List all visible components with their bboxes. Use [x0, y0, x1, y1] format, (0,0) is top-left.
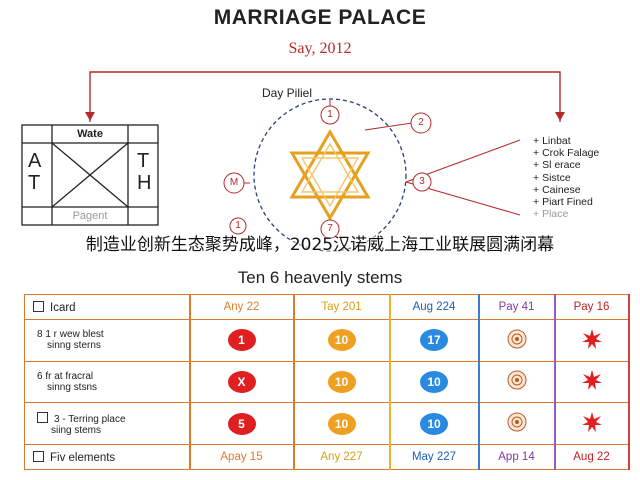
burst-icon [581, 370, 602, 391]
stem-disc: 10 [420, 412, 448, 435]
arrow-right-head [555, 112, 565, 121]
star-icon [289, 129, 371, 221]
burst-icon [581, 412, 602, 433]
palace-diagram [21, 71, 565, 252]
checkbox[interactable] [33, 300, 44, 312]
stem-disc: 10 [327, 412, 356, 435]
heavenly-stems-table: Icard Any 22 Tay 201 Aug 224 Pay 41 Pay … [24, 294, 630, 470]
stem-disc: X [227, 370, 256, 393]
list-item: + Place [533, 208, 569, 221]
connector-left [89, 71, 561, 122]
footer-cell: Aug 22 [553, 444, 630, 470]
circle-marker-3 [412, 172, 432, 192]
list-item: + Cainese [533, 183, 581, 196]
flower-icon [507, 412, 526, 432]
circle-label-3: 3 [419, 176, 425, 187]
header-cell: Tay 201 [292, 294, 391, 320]
circle-marker-7 [320, 219, 340, 239]
header-cell: Pay 16 [553, 294, 630, 320]
pillar-circle [253, 98, 407, 252]
flower-icon [507, 329, 526, 349]
checkbox[interactable] [37, 411, 48, 423]
list-item: + Sistce [533, 171, 571, 184]
page-title: MARRIAGE PALACE [213, 6, 427, 29]
stem-disc: 10 [327, 329, 356, 352]
list-item: + Piart Fined [533, 196, 593, 209]
flower-icon [507, 370, 526, 390]
list-item: + Sl erace [533, 159, 581, 172]
day-pillar-label: Day Piliel [262, 86, 313, 100]
circle-label-2: 2 [418, 117, 424, 128]
stem-disc: 5 [227, 412, 256, 435]
section-title: Ten 6 heavenly stems [237, 268, 403, 287]
page-subtitle: Say, 2012 [288, 40, 352, 57]
overlay-caption: 制造业创新生态聚势成峰，2025汉诺威上海工业联展圆满闭幕 [85, 235, 555, 255]
circle-label-m: M [229, 177, 239, 188]
circle-label-1b: 1 [235, 220, 241, 231]
circle-label-1: 1 [327, 109, 333, 120]
footer-cell: Any 227 [292, 444, 391, 470]
circle-marker-2 [410, 112, 432, 134]
burst-icon [581, 328, 602, 349]
stem-disc: 17 [420, 329, 448, 352]
list-item: + Crok Falage [533, 147, 600, 160]
checkbox[interactable] [33, 450, 44, 462]
palace-attribute-list: + Linbat + Crok Falage + Sl erace + Sist… [533, 135, 599, 220]
table-header-label: Icard [24, 294, 190, 320]
footer-cell: App 14 [477, 444, 556, 470]
stem-disc: 10 [327, 370, 356, 393]
left-grid [21, 124, 159, 226]
grid-bottom-label: Pagent [72, 210, 108, 222]
circle-marker-1b [229, 217, 247, 235]
circle-label-7: 7 [327, 223, 333, 234]
header-cell: Any 22 [188, 294, 295, 320]
circle-marker-m [223, 172, 245, 194]
table-footer-label: Fiv elements [24, 444, 190, 470]
footer-cell: May 227 [388, 444, 480, 470]
grid-right-letters: T H [137, 150, 152, 194]
stem-disc: 1 [227, 329, 256, 352]
table-footer-row: Fiv elements Apay 15 Any 227 May 227 App… [24, 444, 630, 470]
stem-disc: 10 [420, 370, 448, 393]
arrow-left-head [85, 112, 95, 121]
circle-marker-1 [320, 105, 340, 125]
list-item: + Linbat [533, 135, 571, 147]
header-cell: Aug 224 [388, 294, 480, 320]
header-cell: Pay 41 [477, 294, 556, 320]
grid-left-letters: A T [28, 150, 42, 194]
footer-cell: Apay 15 [188, 444, 295, 470]
grid-top-label: Wate [77, 128, 103, 140]
table-header-row: Icard Any 22 Tay 201 Aug 224 Pay 41 Pay … [24, 294, 630, 320]
